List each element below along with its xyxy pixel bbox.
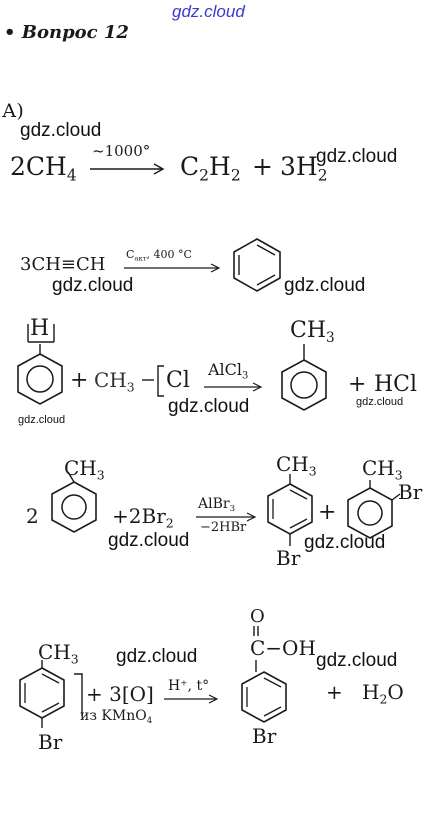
p-bromotoluene-ring: [19, 660, 83, 728]
plus-sign: +: [252, 152, 273, 181]
eq4-catalyst: AlBr3: [198, 496, 236, 515]
eq5-bromo: Br: [38, 730, 63, 754]
watermark: gdz.cloud: [18, 414, 66, 426]
watermark: gdz.cloud: [168, 396, 250, 417]
eq4-p2-methyl: CH3: [362, 456, 403, 483]
reaction-arrow: [204, 382, 263, 392]
eq5-carbonyl-oxygen: O: [250, 606, 265, 627]
watermark-top: gdz.cloud: [172, 2, 245, 21]
eq4-byproduct: −2HBr: [200, 520, 247, 535]
eq4-methyl: CH3: [64, 456, 105, 483]
watermark: gdz.cloud: [316, 650, 398, 671]
benzene-ring: [17, 324, 63, 405]
p-bromobenzoic-acid-ring: [241, 626, 287, 723]
eq5-water: H2O: [362, 680, 404, 707]
plus-sign: +: [318, 500, 337, 525]
watermark: gdz.cloud: [116, 646, 198, 667]
watermark: gdz.cloud: [356, 396, 404, 408]
eq4-p1-methyl: CH3: [276, 452, 317, 479]
toluene-ring: [51, 471, 97, 533]
watermark: gdz.cloud: [304, 532, 386, 553]
p-bromotoluene-ring: [267, 474, 313, 546]
eq5-methyl: CH3: [38, 640, 79, 667]
eq1-product-acetylene: C2H2: [180, 152, 241, 185]
plus-sign: +: [326, 680, 343, 704]
eq5-product-bromo: Br: [252, 724, 277, 748]
watermark: gdz.cloud: [52, 275, 134, 296]
eq4-p2-bromo: Br: [398, 480, 423, 504]
bracket-mark: [142, 365, 164, 397]
eq4-p1-bromo: Br: [276, 546, 301, 570]
watermark: gdz.cloud: [284, 275, 366, 296]
o-bromotoluene-ring: [347, 480, 401, 539]
eq3-catalyst: AlCl3: [208, 360, 249, 382]
watermark: gdz.cloud: [20, 120, 102, 141]
reaction-arrow: [164, 694, 219, 704]
watermark: gdz.cloud: [108, 530, 190, 551]
eq3-hcl: HCl: [374, 372, 418, 397]
eq5-oxidant-source: из KMnO4: [80, 708, 153, 727]
reaction-arrow: [124, 263, 221, 273]
benzene-ring: [233, 238, 281, 292]
eq5-condition: H⁺, t°: [168, 678, 210, 694]
eq3-product-methyl: CH3: [290, 318, 335, 346]
question-title: • Вопрос 12: [4, 22, 129, 43]
reaction-arrow: [90, 163, 165, 175]
plus-sign: +: [70, 368, 89, 393]
eq5-carboxyl: C−OH: [250, 636, 316, 660]
eq3-hydrogen: H: [30, 316, 50, 341]
eq1-condition: ~1000°: [92, 142, 151, 160]
watermark: gdz.cloud: [316, 146, 398, 167]
eq4-bromine: +2Br2: [112, 504, 174, 531]
reaction-arrow: [196, 512, 257, 522]
eq2-reactant: 3CH≡CH: [20, 254, 106, 275]
eq2-condition: Cакт, 400 °C: [126, 248, 192, 263]
eq1-reactant: 2CH4: [10, 152, 77, 185]
eq4-coefficient: 2: [26, 504, 39, 528]
toluene-ring: [281, 344, 327, 411]
eq5-oxidant: + 3[O]: [86, 682, 154, 706]
eq3-methyl: CH3: [94, 368, 135, 395]
part-label: А): [2, 100, 24, 122]
eq3-chlorine: Cl: [166, 368, 190, 393]
plus-sign: +: [348, 372, 367, 397]
eq1-product-hydrogen: 3H2: [280, 152, 328, 185]
